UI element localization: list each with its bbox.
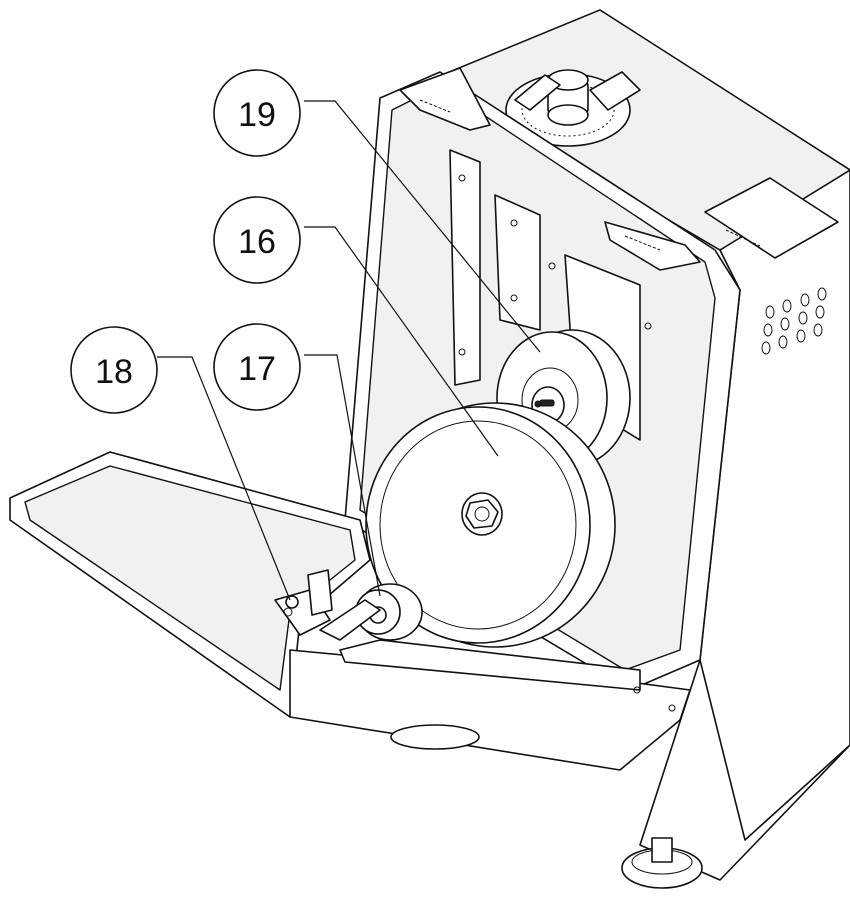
hinge-top (399, 67, 491, 131)
bracket-screw (274, 569, 333, 636)
large-pulley (365, 402, 616, 648)
leader-18 (157, 356, 291, 601)
callout-leaders (157, 100, 541, 601)
callout-16: 16 (213, 196, 301, 284)
control-dial (505, 69, 641, 147)
rating-plate (704, 177, 839, 259)
callout-label-16: 16 (238, 223, 276, 261)
tension-roller (319, 583, 423, 641)
machine-foot (621, 837, 703, 889)
leader-19 (304, 100, 541, 353)
callout-label-19: 19 (238, 96, 276, 134)
callout-17: 17 (213, 323, 301, 411)
callout-18: 18 (70, 326, 158, 414)
tray-roller-underside (390, 724, 480, 750)
leader-17 (304, 354, 381, 597)
leader-16 (304, 226, 499, 457)
callout-label-17: 17 (238, 350, 276, 388)
hinge-right (604, 221, 701, 271)
ventilation-holes (761, 287, 827, 355)
open-tray (9, 451, 691, 771)
machine-housing (429, 9, 850, 889)
callout-19: 19 (213, 69, 301, 157)
callout-label-18: 18 (95, 353, 133, 391)
